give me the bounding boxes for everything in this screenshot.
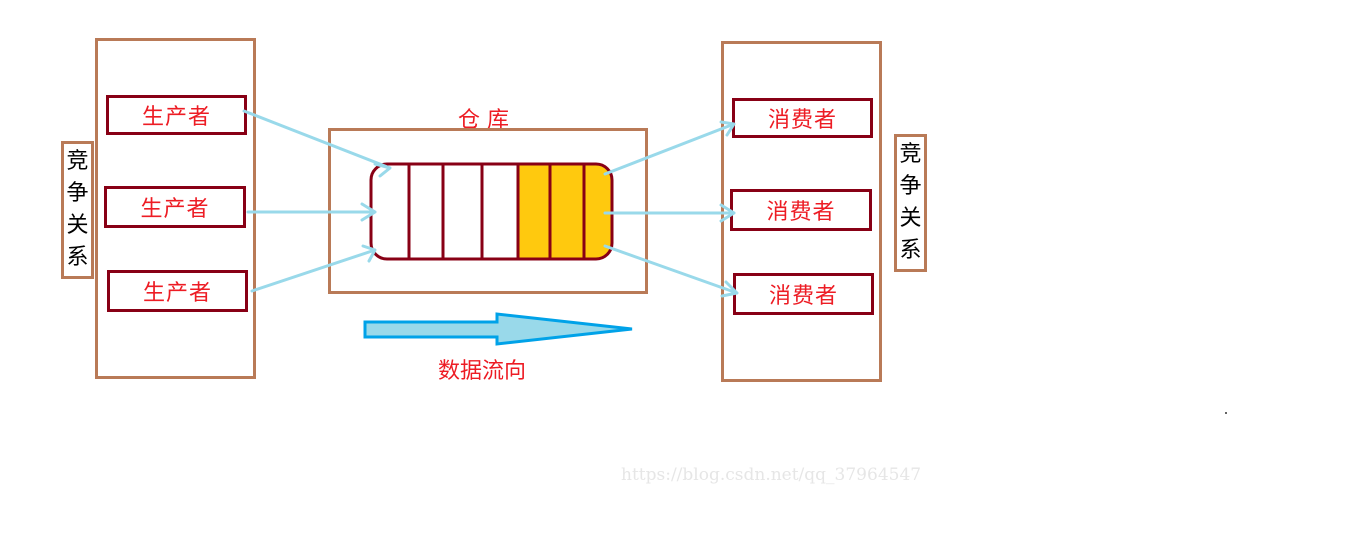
consumer-node: 消费者 xyxy=(732,98,873,138)
queue-slot-empty xyxy=(409,164,443,259)
producer-group-box xyxy=(95,38,256,379)
queue-slot-empty xyxy=(443,164,482,259)
queue-slot-empty xyxy=(482,164,518,259)
producer-connector-arrow xyxy=(250,244,377,293)
producer-connector-arrow xyxy=(242,109,392,178)
consumer-label: 消费者 xyxy=(766,200,836,225)
competition-char: 系 xyxy=(899,238,922,263)
consumer-connector-arrow xyxy=(603,203,736,223)
producer-label: 生产者 xyxy=(141,105,211,130)
producer-node: 生产者 xyxy=(107,270,248,312)
competition-char: 竞 xyxy=(66,149,89,174)
consumer-competition-label: 竞 争 关 系 xyxy=(894,134,927,272)
producer-node: 生产者 xyxy=(104,186,246,228)
competition-char: 系 xyxy=(66,245,89,270)
producer-competition-label: 竞 争 关 系 xyxy=(61,141,94,279)
competition-char: 关 xyxy=(66,213,89,238)
stray-dot xyxy=(1225,412,1227,414)
consumer-node: 消费者 xyxy=(730,189,872,231)
consumer-label: 消费者 xyxy=(767,108,837,133)
producer-label: 生产者 xyxy=(140,197,210,222)
competition-char: 争 xyxy=(66,181,89,206)
producer-label: 生产者 xyxy=(142,281,212,306)
competition-char: 关 xyxy=(899,206,922,231)
queue-slot-filled xyxy=(518,164,550,259)
queue-slot-filled xyxy=(550,164,584,259)
consumer-connector-arrow xyxy=(603,120,736,176)
data-flow-arrow xyxy=(363,312,633,346)
competition-char: 争 xyxy=(899,174,922,199)
consumer-node: 消费者 xyxy=(733,273,874,315)
competition-char: 竞 xyxy=(899,142,922,167)
producer-connector-arrow xyxy=(246,202,377,222)
queue-slot-empty xyxy=(371,164,409,259)
producer-node: 生产者 xyxy=(106,95,247,135)
watermark-text: https://blog.csdn.net/qq_37964547 xyxy=(621,465,922,485)
consumer-label: 消费者 xyxy=(768,284,838,309)
data-flow-label: 数据流向 xyxy=(438,359,527,384)
consumer-connector-arrow xyxy=(603,244,739,298)
queue-cells xyxy=(371,164,612,259)
